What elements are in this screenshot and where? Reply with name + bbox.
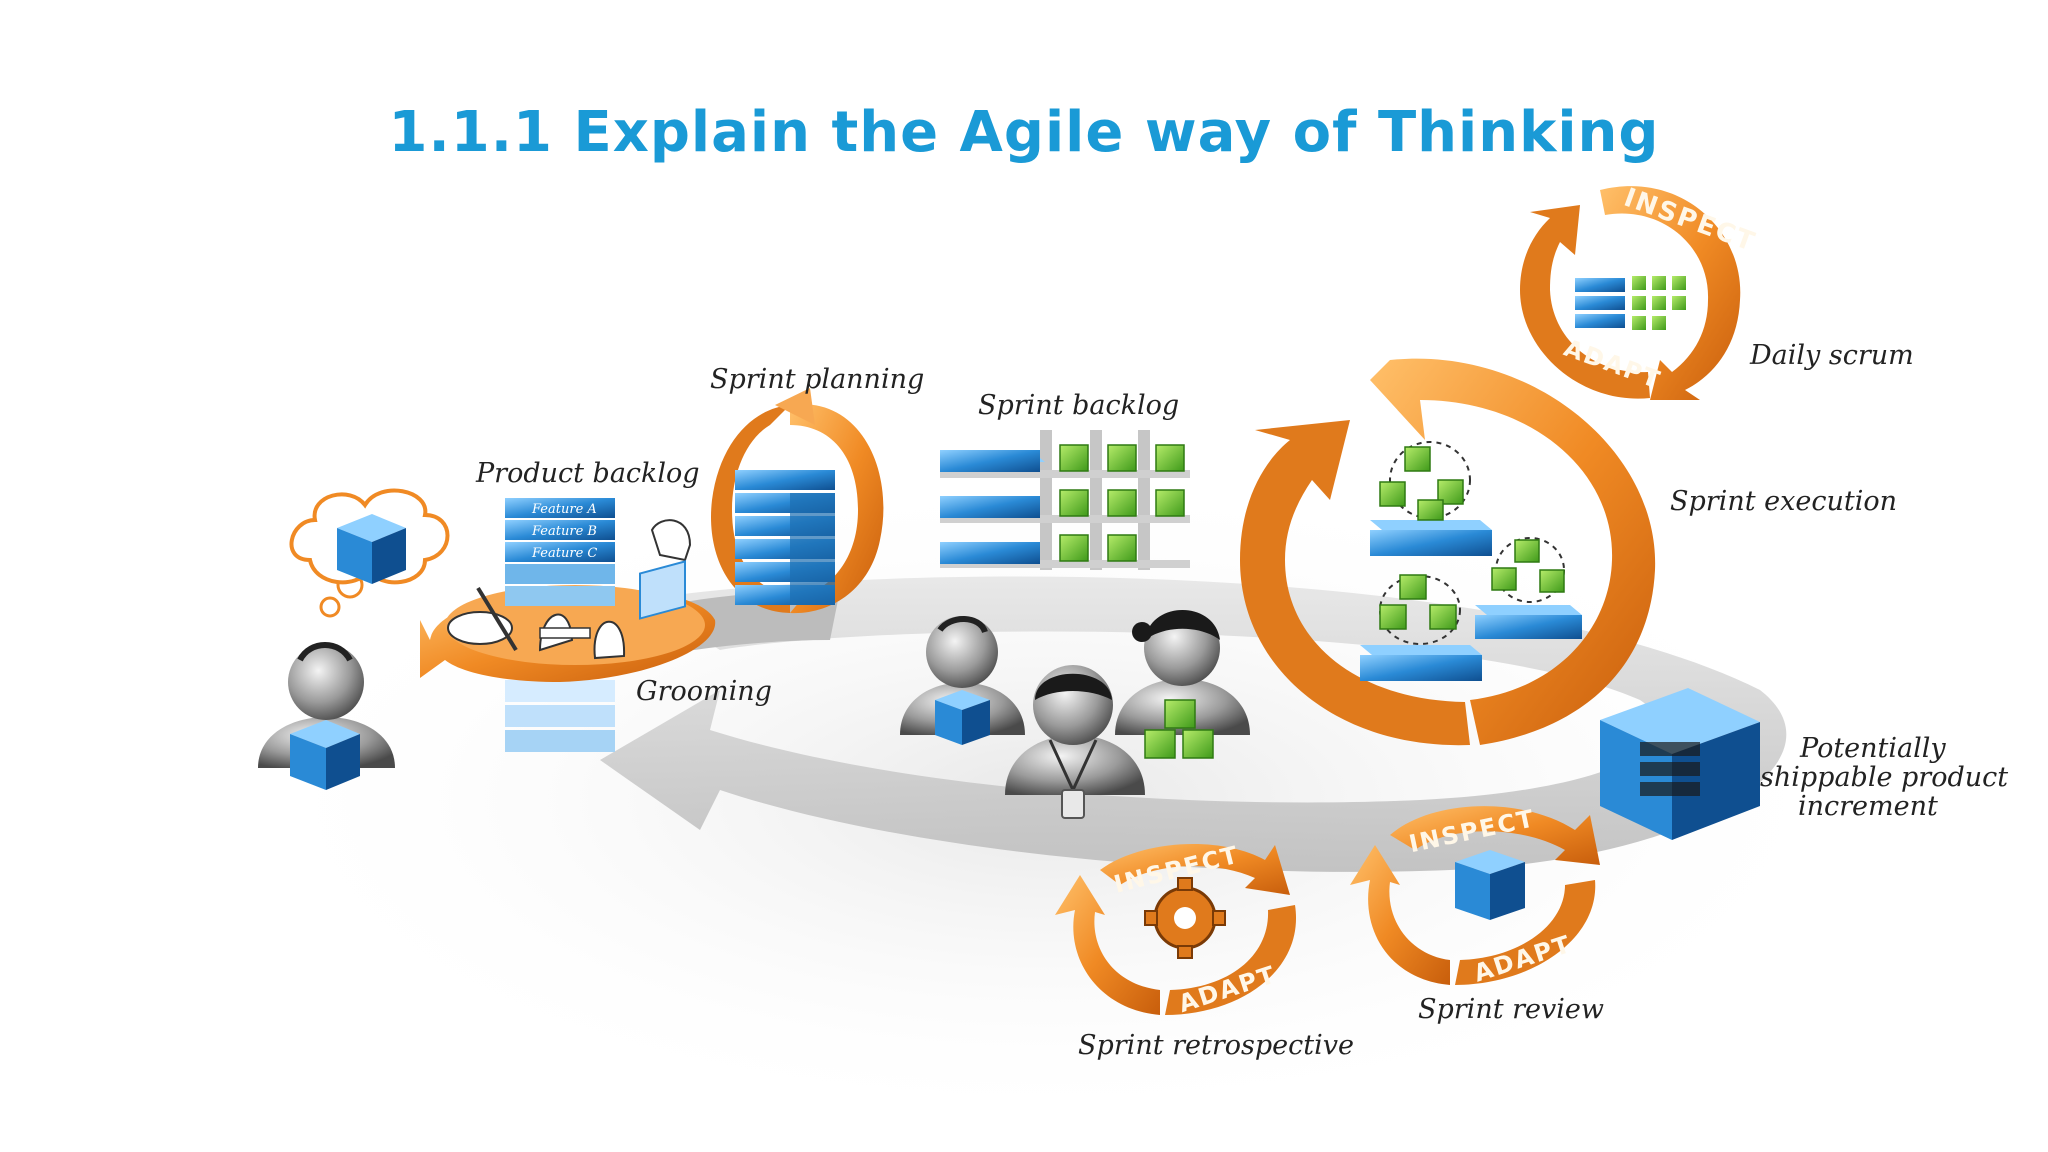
feature-a-label: Feature A xyxy=(531,502,597,517)
page-title: 1.1.1 Explain the Agile way of Thinking xyxy=(388,100,1660,165)
product-backlog-stack: Feature A Feature B Feature C xyxy=(420,498,716,752)
product-owner-figure xyxy=(258,642,395,790)
gear-icon xyxy=(1144,877,1226,959)
increment-label-line1: Potentially xyxy=(1799,733,1946,764)
sprint-review-label: Sprint review xyxy=(1418,994,1604,1025)
scrum-team-figures xyxy=(900,610,1250,819)
product-increment-cube xyxy=(1600,688,1760,840)
sprint-retrospective-cycle: INSPECT ADAPT xyxy=(1055,841,1297,1018)
increment-label-line2: shippable product xyxy=(1760,762,2008,793)
daily-scrum-cycle: INSPECT ADAPT xyxy=(1520,183,1760,400)
sprint-planning-icon xyxy=(710,388,884,614)
sprint-backlog-grid xyxy=(940,430,1190,570)
sprint-retrospective-label: Sprint retrospective xyxy=(1078,1030,1354,1061)
feature-c-label: Feature C xyxy=(531,546,597,561)
grooming-label: Grooming xyxy=(636,676,772,707)
grooming-hands-icon xyxy=(447,519,692,660)
sprint-execution-cycle xyxy=(1240,358,1656,746)
increment-label-line3: increment xyxy=(1798,791,1938,822)
thought-cloud-icon xyxy=(289,488,450,618)
product-backlog-label: Product backlog xyxy=(475,458,700,489)
feature-b-label: Feature B xyxy=(531,524,597,539)
sprint-backlog-label: Sprint backlog xyxy=(978,390,1179,421)
sprint-execution-label: Sprint execution xyxy=(1670,486,1897,517)
sprint-planning-label: Sprint planning xyxy=(710,364,924,395)
daily-scrum-label: Daily scrum xyxy=(1749,340,1914,371)
daily-inspect-word: INSPECT xyxy=(1620,183,1760,258)
